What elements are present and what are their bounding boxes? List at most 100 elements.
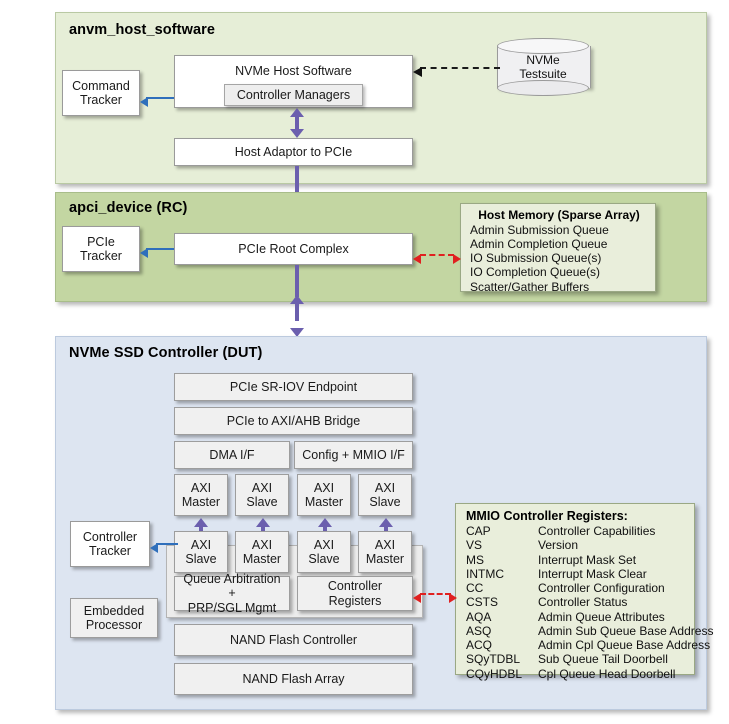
block-queue-arbitration: Queue Arbitration +PRP/SGL Mgmt (174, 572, 290, 615)
register-abbr: CC (466, 581, 484, 596)
register-desc: Admin Queue Attributes (538, 609, 665, 624)
register-desc: Sub Queue Tail Doorbell (538, 652, 668, 667)
note-host-memory-line: IO Completion Queue(s) (470, 265, 601, 280)
register-abbr: SQyTDBL (466, 652, 521, 667)
register-abbr: CSTS (466, 595, 499, 610)
register-desc: Interrupt Mask Set (538, 552, 637, 567)
register-desc: Version (538, 538, 579, 553)
block-controller-managers: Controller Managers (224, 84, 363, 106)
panel-title-apci-device: apci_device (RC) (69, 200, 188, 216)
arrow-host-software-to-command-tracker (140, 93, 174, 107)
block-host-adaptor-to-pcie: Host Adaptor to PCIe (174, 138, 413, 166)
register-desc: Admin Sub Queue Base Address (538, 623, 714, 638)
register-desc: Interrupt Mask Clear (538, 566, 647, 581)
block-nand-flash-array-label: NAND Flash Array (242, 671, 345, 686)
note-host-memory-line: Admin Submission Queue (470, 223, 609, 237)
block-controller-managers-label: Controller Managers (236, 87, 351, 102)
note-host-memory-line: Scatter/Gather Buffers (470, 279, 590, 294)
block-nvme-host-software-label: NVMe Host Software (235, 64, 352, 78)
register-desc: Controller Configuration (538, 581, 665, 596)
arrow-rootcomplex-to-pcie-tracker (140, 244, 174, 258)
block-nand-flash-array: NAND Flash Array (174, 663, 413, 695)
panel-title-anvm-host-software: anvm_host_software (69, 22, 216, 38)
block-nand-flash-controller: NAND Flash Controller (174, 624, 413, 656)
block-host-adaptor-to-pcie-label: Host Adaptor to PCIe (234, 144, 353, 159)
register-row: INTMC Interrupt Mask Clear (466, 567, 686, 581)
register-row: CC Controller Configuration (466, 581, 686, 595)
arrow-testsuite-to-host-software (413, 62, 500, 77)
arrow-core-to-controller-tracker (150, 539, 178, 553)
register-abbr: ASQ (466, 623, 492, 638)
block-queue-arbitration-label: Queue Arbitration +PRP/SGL Mgmt (183, 571, 281, 615)
register-row: ASQ Admin Sub Queue Base Address (466, 623, 713, 638)
register-desc: Controller Status (538, 595, 628, 610)
block-pcie-to-axi-ahb-bridge-label: PCIe to AXI/AHB Bridge (226, 413, 361, 428)
block-dma-if-label: DMA I/F (209, 447, 255, 462)
register-abbr: AQA (466, 609, 492, 624)
register-desc: Admin Cpl Queue Base Address (538, 638, 711, 653)
register-row: MS Interrupt Mask Set (466, 553, 686, 567)
block-dma-if: DMA I/F (174, 441, 290, 469)
cylinder-bottom (497, 80, 589, 96)
arrow-hostsw-hostadaptor (290, 108, 304, 138)
register-row: ACQ Admin Cpl Queue Base Address (466, 638, 710, 653)
block-pcie-to-axi-ahb-bridge: PCIe to AXI/AHB Bridge (174, 407, 413, 435)
block-config-mmio-if-label: Config + MMIO I/F (302, 447, 405, 462)
register-desc: Cpl Queue Head Doorbell (538, 666, 676, 681)
note-host-memory: Host Memory (Sparse Array) Admin Submiss… (460, 203, 656, 294)
panel-title-nvme-ssd-controller: NVMe SSD Controller (DUT) (69, 345, 263, 361)
register-row: VS Version (466, 538, 686, 552)
block-pcie-sriov-endpoint-label: PCIe SR-IOV Endpoint (229, 379, 358, 394)
register-abbr: CQyHDBL (466, 666, 523, 681)
arrow-rootcomplex-to-host-memory (413, 249, 461, 264)
register-row: CAP Controller Capabilities (466, 524, 686, 538)
register-row: AQA Admin Queue Attributes (466, 610, 686, 624)
block-pcie-sriov-endpoint: PCIe SR-IOV Endpoint (174, 373, 413, 401)
register-row: SQyTDBL Sub Queue Tail Doorbell (466, 652, 686, 666)
block-pcie-root-complex: PCIe Root Complex (174, 233, 413, 265)
register-abbr: CAP (466, 524, 491, 538)
note-host-memory-line: Admin Completion Queue (470, 237, 608, 252)
register-abbr: ACQ (466, 638, 493, 653)
arrow-rootcomplex-to-dut (290, 265, 304, 337)
register-row: CQyHDBL Cpl Queue Head Doorbell (466, 667, 686, 681)
block-pcie-root-complex-label: PCIe Root Complex (238, 241, 349, 256)
block-nand-flash-controller-label: NAND Flash Controller (229, 632, 358, 647)
note-host-memory-line: IO Submission Queue(s) (470, 251, 602, 266)
register-abbr: MS (466, 552, 484, 567)
note-host-memory-heading: Host Memory (Sparse Array) (478, 208, 640, 222)
block-config-mmio-if: Config + MMIO I/F (294, 441, 413, 469)
register-desc: Controller Capabilities (538, 524, 656, 538)
note-mmio-heading: MMIO Controller Registers: (466, 509, 628, 523)
register-abbr: VS (466, 538, 483, 553)
register-abbr: INTMC (466, 566, 504, 581)
